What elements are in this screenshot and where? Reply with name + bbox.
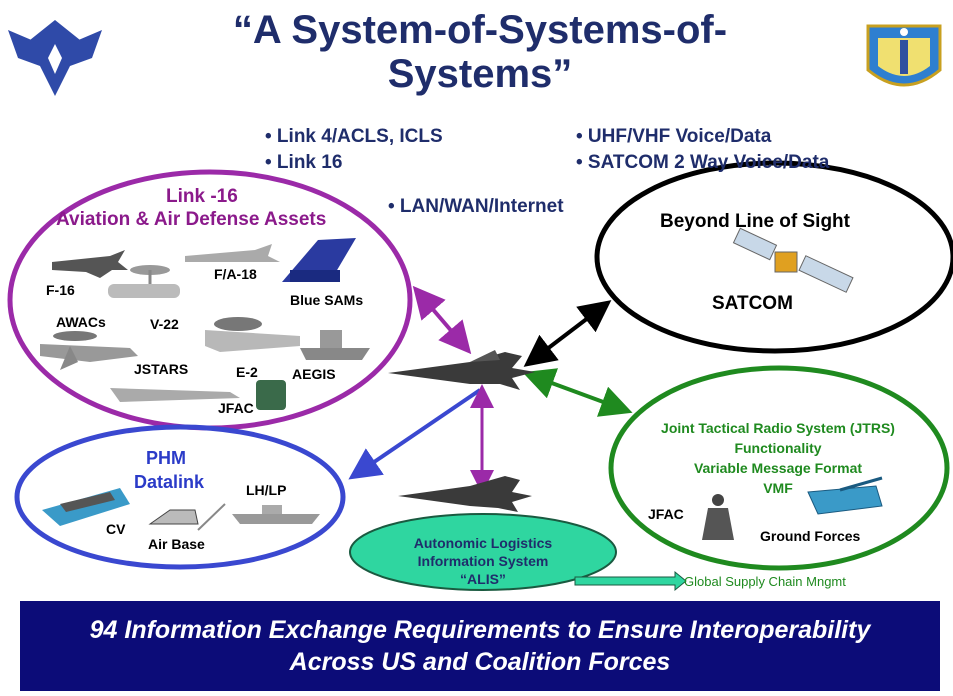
blue-sams-icon (282, 238, 356, 282)
label-aegis: AEGIS (292, 366, 336, 382)
title-line-2: Systems” (387, 52, 573, 96)
v22-aircraft-icon (108, 265, 180, 298)
jfac-soldier-jtrs-icon (702, 494, 734, 540)
phm-subtitle: Datalink (134, 472, 205, 492)
alis-line-2: Information System (417, 553, 549, 569)
arrow-link16 (412, 285, 472, 355)
label-jstars: JSTARS (134, 361, 189, 377)
supply-chain-label: Global Supply Chain Mngmt (684, 574, 846, 589)
air-force-logo-icon (8, 20, 102, 96)
arrow-supply-chain (574, 570, 687, 592)
label-f16: F-16 (46, 282, 75, 298)
label-jfac: JFAC (218, 400, 254, 416)
awacs-aircraft-icon (40, 331, 138, 370)
arrow-blos (523, 300, 612, 367)
aegis-ship-icon (300, 330, 370, 360)
alis-ellipse (349, 513, 617, 591)
jstars-aircraft-icon (110, 388, 240, 402)
jfac-soldier-icon (256, 380, 286, 410)
bottom-banner: 94 Information Exchange Requirements to … (20, 601, 940, 691)
label-blue-sams: Blue SAMs (290, 292, 364, 308)
label-e2: E-2 (236, 364, 258, 380)
e2-aircraft-icon (205, 317, 300, 352)
label-v22: V-22 (150, 316, 179, 332)
jtrs-line-2: Functionality (734, 440, 822, 456)
link16-title: Link -16 (166, 186, 238, 207)
title-line-1: “A System-of-Systems-of- (232, 8, 728, 52)
bullet-uhf-vhf: • UHF/VHF Voice/Data (576, 126, 772, 147)
unit-emblem-icon (866, 24, 942, 87)
label-jtrs-jfac: JFAC (648, 506, 684, 522)
bullet-link4: • Link 4/ACLS, ICLS (265, 126, 443, 147)
jtrs-line-1: Joint Tactical Radio System (JTRS) (661, 420, 895, 436)
label-awacs: AWACs (56, 314, 106, 330)
link16-subtitle: Aviation & Air Defense Assets (56, 209, 327, 230)
page-title: “A System-of-Systems-of- Systems” (150, 8, 810, 96)
alis-line-3: “ALIS” (460, 571, 506, 587)
banner-line-2: Across US and Coalition Forces (289, 648, 671, 676)
bullet-lan-wan: • LAN/WAN/Internet (388, 196, 564, 217)
fa18-aircraft-icon (185, 244, 280, 262)
banner-line-1: 94 Information Exchange Requirements to … (89, 616, 871, 644)
arrow-jtrs (522, 368, 633, 417)
phm-title: PHM (146, 448, 186, 468)
arrow-phm (348, 388, 482, 480)
jtrs-ellipse (608, 365, 950, 571)
label-air-base: Air Base (148, 536, 205, 552)
alis-text: Autonomic Logistics Information System “… (366, 534, 600, 588)
jtrs-line-4: VMF (763, 480, 793, 496)
satellite-icon (732, 227, 854, 293)
phm-ellipse (14, 424, 346, 570)
blos-ellipse (594, 160, 953, 354)
jtrs-line-3: Variable Message Format (693, 460, 863, 476)
f35-aircraft-icon (388, 350, 535, 390)
blos-title: Beyond Line of Sight (660, 211, 850, 232)
lhlp-ship-icon (232, 505, 320, 524)
f35-aircraft-lower-icon (398, 476, 532, 512)
air-base-icon (148, 503, 226, 531)
tank-icon (807, 476, 883, 515)
jtrs-text: Joint Tactical Radio System (JTRS) Funct… (628, 418, 928, 498)
label-lhlp: LH/LP (246, 482, 287, 498)
carrier-ship-icon (42, 488, 130, 526)
bullet-satcom: • SATCOM 2 Way Voice/Data (576, 152, 830, 173)
alis-line-1: Autonomic Logistics (413, 535, 553, 551)
label-fa18: F/A-18 (214, 266, 257, 282)
label-ground-forces: Ground Forces (760, 528, 861, 544)
blos-satcom: SATCOM (712, 293, 793, 314)
f16-aircraft-icon (52, 250, 128, 278)
label-cv: CV (106, 521, 126, 537)
bullet-link16: • Link 16 (265, 152, 343, 173)
